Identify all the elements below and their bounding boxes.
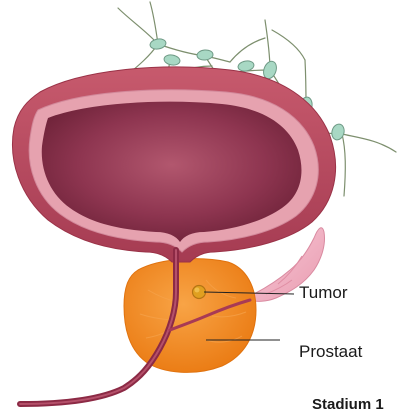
tumor-label: Tumor [299, 283, 348, 303]
stage-label: Stadium 1 [312, 396, 384, 413]
lymph-node [197, 49, 214, 60]
lymph-node [149, 38, 166, 51]
lymph-node [163, 54, 180, 67]
tumor [193, 286, 206, 299]
prostate-label: Prostaat [299, 342, 362, 362]
